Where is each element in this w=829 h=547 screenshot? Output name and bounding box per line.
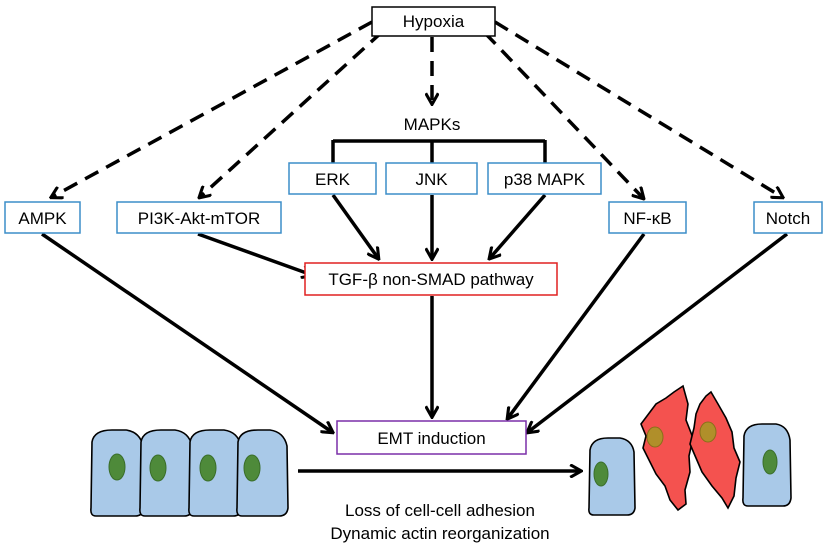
epithelial-cell [90, 429, 145, 517]
nucleus [646, 426, 664, 448]
epithelial-cells [90, 429, 289, 517]
arrow-hypoxia-notch [494, 20, 782, 197]
mapks-bracket [331, 139, 547, 163]
arrow-ampk-emt [41, 232, 332, 432]
label-pi3k: PI3K-Akt-mTOR [138, 209, 260, 228]
node-erk: ERK [288, 162, 377, 195]
mesenchymal-cell [640, 384, 694, 512]
arrow-hypoxia-ampk [52, 20, 373, 197]
label-notch: Notch [766, 209, 810, 228]
nucleus [108, 453, 126, 481]
node-jnk: JNK [385, 162, 478, 195]
epithelial-cell [742, 423, 792, 507]
arrow-hypoxia-nfkb [483, 31, 643, 198]
arrow-nfkb-emt [508, 232, 646, 418]
node-p38: p38 MAPK [487, 162, 602, 195]
emt-arrows [41, 232, 789, 432]
mesenchymal-cell [689, 390, 741, 510]
label-nfkb: NF-κB [623, 209, 671, 228]
epithelial-cell [588, 437, 636, 516]
label-tgf: TGF-β non-SMAD pathway [328, 270, 534, 289]
nucleus [762, 449, 778, 475]
node-pi3k: PI3K-Akt-mTOR [116, 201, 282, 234]
mesenchymal-cells [588, 384, 792, 516]
nucleus [593, 461, 609, 487]
caption-line-1: Loss of cell-cell adhesion [345, 501, 535, 520]
label-mapks: MAPKs [404, 115, 461, 134]
arrow-erk-tgf [331, 193, 378, 258]
caption-line-2: Dynamic actin reorganization [330, 524, 549, 543]
nucleus [199, 454, 217, 482]
node-hypoxia: Hypoxia [371, 6, 496, 37]
mapk-arrows [197, 193, 547, 275]
arrow-pi3k-tgf [197, 232, 312, 275]
epithelial-cell [139, 429, 194, 517]
label-ampk: AMPK [18, 209, 67, 228]
nucleus [243, 454, 261, 482]
label-emt: EMT induction [377, 429, 485, 448]
label-hypoxia: Hypoxia [403, 12, 465, 31]
label-jnk: JNK [415, 170, 448, 189]
hypoxia-arrows [52, 20, 782, 198]
node-tgf: TGF-β non-SMAD pathway [304, 262, 558, 296]
epithelial-cell [188, 429, 243, 517]
arrow-p38-tgf [490, 193, 547, 258]
epithelial-cell [236, 429, 289, 517]
node-ampk: AMPK [4, 201, 81, 234]
node-nfkb: NF-κB [608, 201, 687, 234]
label-erk: ERK [315, 170, 351, 189]
label-p38: p38 MAPK [504, 170, 586, 189]
nucleus [699, 421, 717, 443]
node-notch: Notch [753, 201, 823, 234]
nucleus [149, 454, 167, 482]
arrow-hypoxia-pi3k [200, 30, 384, 197]
node-emt: EMT induction [336, 420, 527, 455]
arrow-notch-emt [528, 232, 789, 432]
